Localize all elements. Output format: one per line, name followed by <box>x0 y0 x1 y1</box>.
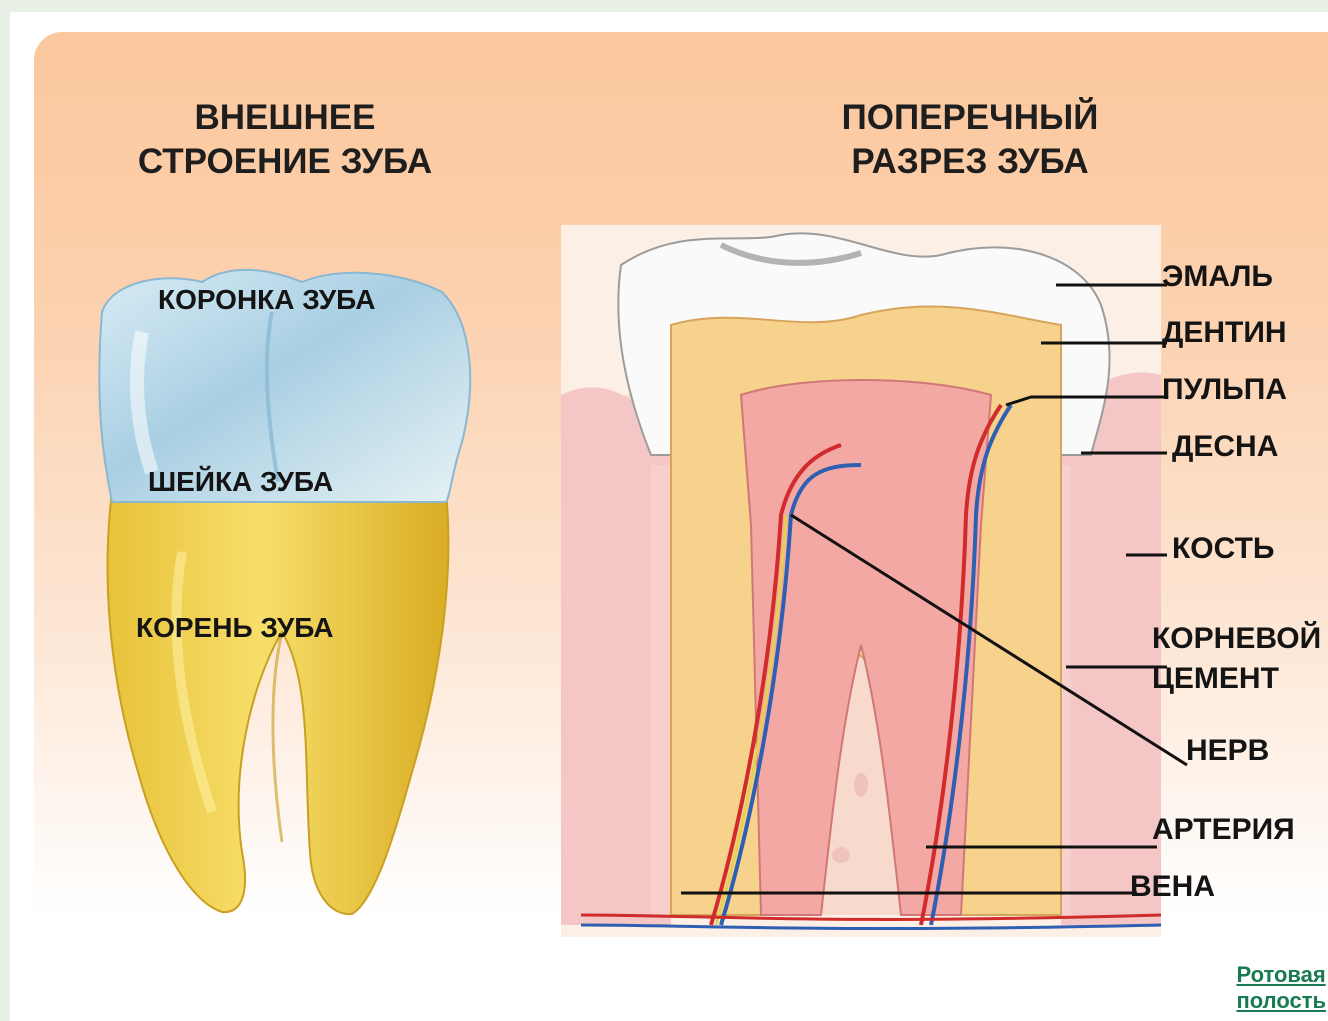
tooth-root <box>108 492 449 914</box>
slide: ВНЕШНЕЕ СТРОЕНИЕ ЗУБА ПОПЕРЕЧНЫЙ РАЗРЕЗ … <box>10 12 1328 1021</box>
root-cement-label-line-1: КОРНЕВОЙ <box>1152 622 1321 656</box>
crown-label: КОРОНКА ЗУБА <box>158 284 375 316</box>
vein-label: ВЕНА <box>1130 870 1215 904</box>
oral-cavity-link-line-2[interactable]: полость <box>1236 988 1326 1013</box>
cross-section-title-line-2: РАЗРЕЗ ЗУБА <box>851 142 1088 181</box>
bone-label: КОСТЬ <box>1172 532 1274 566</box>
cross-section-title-line-1: ПОПЕРЕЧНЫЙ <box>842 98 1099 137</box>
external-title-line-1: ВНЕШНЕЕ <box>194 98 375 137</box>
external-structure-title: ВНЕШНЕЕ СТРОЕНИЕ ЗУБА <box>120 96 450 184</box>
gum-label: ДЕСНА <box>1172 430 1278 464</box>
nerve-label: НЕРВ <box>1186 734 1269 768</box>
pulp-label: ПУЛЬПА <box>1162 373 1287 407</box>
external-title-line-2: СТРОЕНИЕ ЗУБА <box>138 142 432 181</box>
external-tooth-illustration <box>72 252 492 932</box>
artery-label: АРТЕРИЯ <box>1152 813 1295 847</box>
root-cement-label-line-2: ЦЕМЕНТ <box>1152 662 1279 696</box>
root-label: КОРЕНЬ ЗУБА <box>136 612 334 644</box>
dentin-label: ДЕНТИН <box>1162 316 1287 350</box>
cross-section-illustration <box>561 225 1161 937</box>
oral-cavity-link[interactable]: Ротовая полость <box>1236 962 1326 1014</box>
enamel-label: ЭМАЛЬ <box>1162 260 1273 294</box>
oral-cavity-link-line-1[interactable]: Ротовая <box>1236 962 1325 987</box>
neck-label: ШЕЙКА ЗУБА <box>148 466 333 498</box>
cross-section-title: ПОПЕРЕЧНЫЙ РАЗРЕЗ ЗУБА <box>800 96 1140 184</box>
